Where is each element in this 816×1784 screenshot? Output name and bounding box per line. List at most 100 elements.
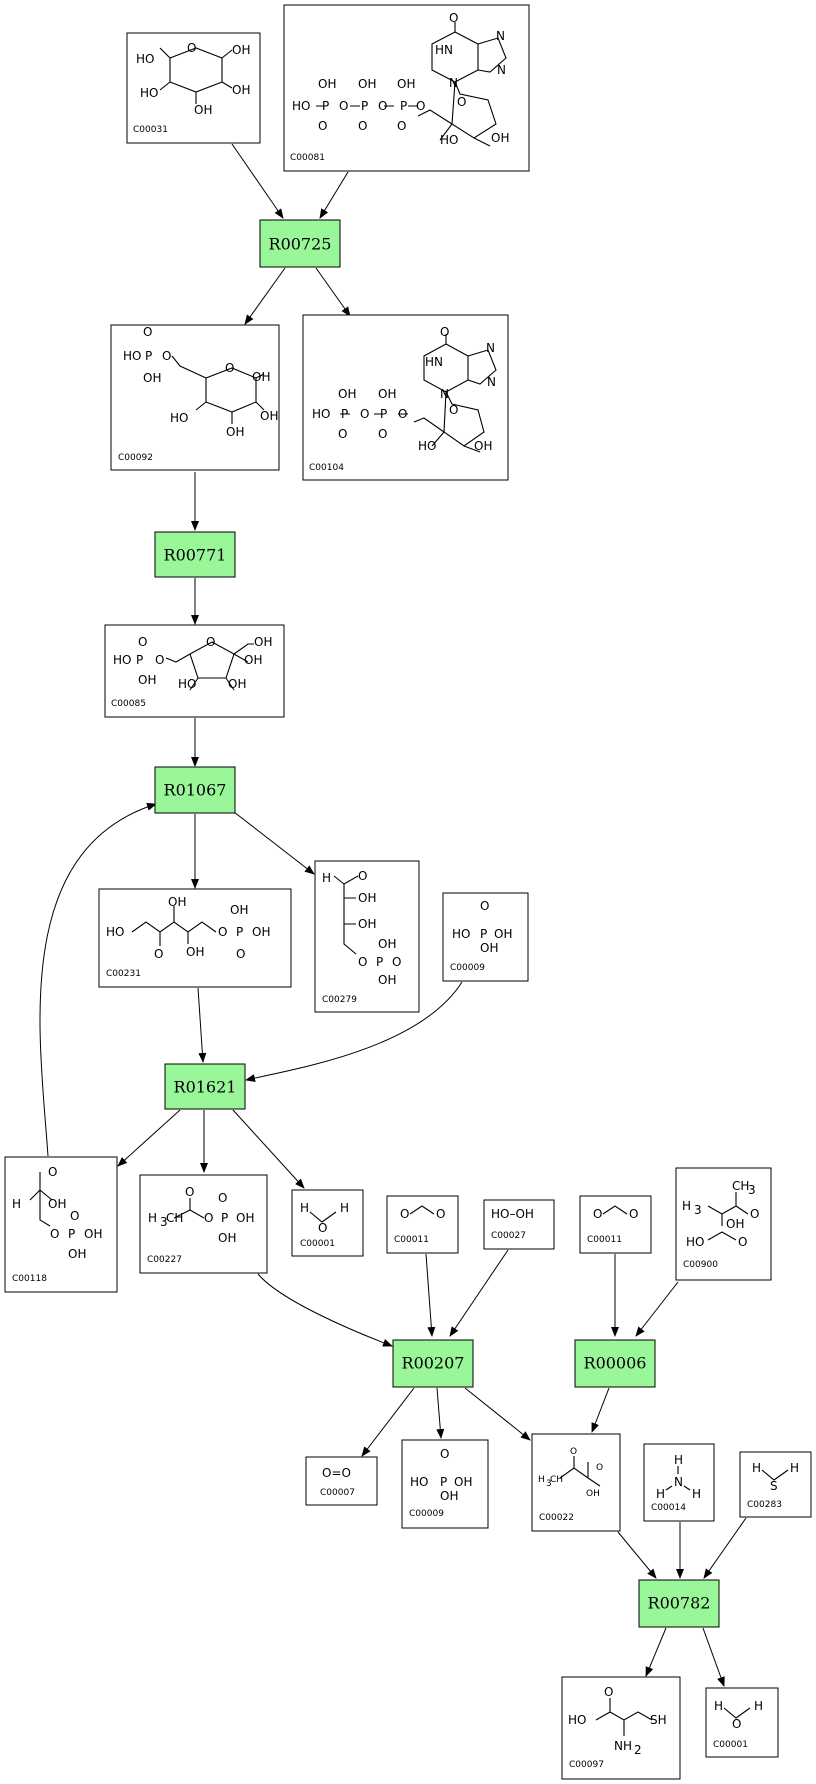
reaction-r00207[interactable]: R00207 <box>392 1339 474 1388</box>
svg-text:N: N <box>487 375 496 389</box>
svg-text:OH: OH <box>230 903 248 917</box>
compound-label: C00022 <box>539 1513 574 1523</box>
compound-c00097[interactable]: HO O SH NH 2 C00097 <box>561 1676 681 1780</box>
compound-label: C00027 <box>491 1231 526 1241</box>
compound-label: C00031 <box>133 125 168 135</box>
svg-text:OH: OH <box>236 1211 254 1225</box>
reaction-r01067[interactable]: R01067 <box>154 766 236 814</box>
compound-c00900[interactable]: H 3 CH 3 O OH HO O C00900 <box>675 1167 772 1281</box>
compound-c00014[interactable]: H N H H C00014 <box>643 1443 715 1522</box>
svg-text:O: O <box>225 361 234 375</box>
svg-text:O: O <box>187 41 196 55</box>
svg-text:O: O <box>398 407 407 421</box>
structure-c00011-a: O O <box>400 1205 445 1221</box>
reaction-label: R00207 <box>402 1354 465 1373</box>
svg-text:O: O <box>204 1211 213 1225</box>
svg-text:CH: CH <box>550 1475 563 1485</box>
reaction-r00782[interactable]: R00782 <box>638 1579 720 1628</box>
reaction-r00725[interactable]: R00725 <box>259 219 341 268</box>
svg-text:P: P <box>440 1475 447 1489</box>
compound-c00085[interactable]: O O HO P O OH OH OH OH HO C00085 <box>104 624 285 718</box>
compound-c00104[interactable]: O HN N N N O HO P O P O OH OH O O HO OH … <box>302 314 509 481</box>
compound-label: C00014 <box>651 1503 686 1513</box>
compound-c00001-a[interactable]: H O H C00001 <box>291 1189 364 1257</box>
svg-text:OH: OH <box>48 1197 66 1211</box>
edge-r00207-c00022 <box>464 1387 531 1441</box>
compound-c00011-b[interactable]: O O C00011 <box>579 1195 652 1254</box>
compound-c00031[interactable]: O HO OH OH OH HO C00031 <box>126 32 261 144</box>
svg-text:2: 2 <box>634 1743 642 1757</box>
svg-text:O: O <box>629 1207 638 1221</box>
compound-c00001-b[interactable]: H O H C00001 <box>705 1687 779 1758</box>
svg-text:O: O <box>360 407 369 421</box>
compound-c00227[interactable]: H 3 CH O O P OH O OH C00227 <box>139 1174 268 1274</box>
svg-text:H: H <box>322 871 331 885</box>
compound-c00081[interactable]: O HN N N N O HO P O P O P O OH OH OH O O… <box>283 4 530 172</box>
compound-c00231[interactable]: HO O OH OH O P OH OH O C00231 <box>98 888 292 988</box>
svg-text:OH: OH <box>244 653 262 667</box>
compound-label: C00001 <box>713 1740 748 1750</box>
compound-c00009-a[interactable]: O HO P OH OH C00009 <box>442 892 529 982</box>
svg-text:HO: HO <box>452 927 470 941</box>
compound-c00279[interactable]: H O OH OH OH O P O OH C00279 <box>314 860 420 1013</box>
svg-text:P: P <box>400 99 407 113</box>
svg-text:O: O <box>449 403 458 417</box>
compound-label: C00900 <box>683 1260 718 1270</box>
svg-text:OH: OH <box>494 927 512 941</box>
svg-text:OH: OH <box>358 77 376 91</box>
svg-text:P: P <box>361 99 368 113</box>
structure-c00014: H N H H <box>656 1453 701 1501</box>
svg-text:O: O <box>218 1191 227 1205</box>
svg-text:SH: SH <box>650 1713 667 1727</box>
compound-label: C00011 <box>587 1235 622 1245</box>
edge-c00011-r00207 <box>425 1253 436 1337</box>
compound-c00007[interactable]: O=O C00007 <box>305 1456 378 1506</box>
svg-text:OH: OH <box>318 77 336 91</box>
svg-text:O=O: O=O <box>322 1466 351 1480</box>
structure-c00001-a: H O H <box>300 1201 349 1235</box>
svg-text:OH: OH <box>491 131 509 145</box>
svg-text:3: 3 <box>694 1203 702 1217</box>
svg-text:P: P <box>68 1227 75 1241</box>
svg-text:O: O <box>738 1235 747 1249</box>
compound-c00009-b[interactable]: O HO P OH OH C00009 <box>401 1439 489 1529</box>
compound-c00092[interactable]: O O HO P O OH OH OH OH HO C00092 <box>110 324 280 471</box>
svg-text:O: O <box>206 635 215 649</box>
svg-text:HO: HO <box>418 439 436 453</box>
reaction-r00771[interactable]: R00771 <box>154 531 236 578</box>
svg-text:H: H <box>340 1201 349 1215</box>
edge-c00009-r01621 <box>245 981 463 1082</box>
compound-label: C00009 <box>409 1509 444 1519</box>
edge-c00227-r00207 <box>257 1273 393 1347</box>
svg-text:OH: OH <box>378 387 396 401</box>
reaction-r00006[interactable]: R00006 <box>574 1339 656 1388</box>
structure-c00081: O HN N N N O HO P O P O P O OH OH OH O O… <box>292 11 509 147</box>
svg-text:OH: OH <box>84 1227 102 1241</box>
compound-c00022[interactable]: H 3 CH O O OH C00022 <box>531 1433 621 1532</box>
compound-label: C00092 <box>118 453 153 463</box>
compound-c00283[interactable]: H S H C00283 <box>739 1451 812 1518</box>
reaction-r01621[interactable]: R01621 <box>164 1063 246 1110</box>
svg-text:P: P <box>221 1211 228 1225</box>
svg-text:OH: OH <box>226 425 244 439</box>
compound-c00027[interactable]: HO–OH C00027 <box>483 1199 555 1250</box>
svg-text:O: O <box>358 119 367 133</box>
svg-text:P: P <box>376 955 383 969</box>
structure-c00027: HO–OH <box>491 1207 534 1221</box>
svg-text:N: N <box>449 76 458 90</box>
svg-text:OH: OH <box>338 387 356 401</box>
compound-c00011-a[interactable]: O O C00011 <box>386 1195 459 1254</box>
svg-text:CH: CH <box>166 1211 183 1225</box>
edge-r00725-c00092 <box>244 267 286 325</box>
svg-text:P: P <box>341 407 348 421</box>
svg-text:O: O <box>155 653 164 667</box>
svg-text:HO: HO <box>440 133 458 147</box>
svg-text:P: P <box>480 927 487 941</box>
svg-text:O: O <box>593 1207 602 1221</box>
reaction-label: R01067 <box>164 781 227 800</box>
edge-r00006-c00022 <box>591 1387 610 1433</box>
compound-c00118[interactable]: O H OH O O P OH OH C00118 <box>4 1156 118 1293</box>
svg-text:H: H <box>754 1699 763 1713</box>
structure-c00031: O HO OH OH OH HO <box>136 41 250 117</box>
